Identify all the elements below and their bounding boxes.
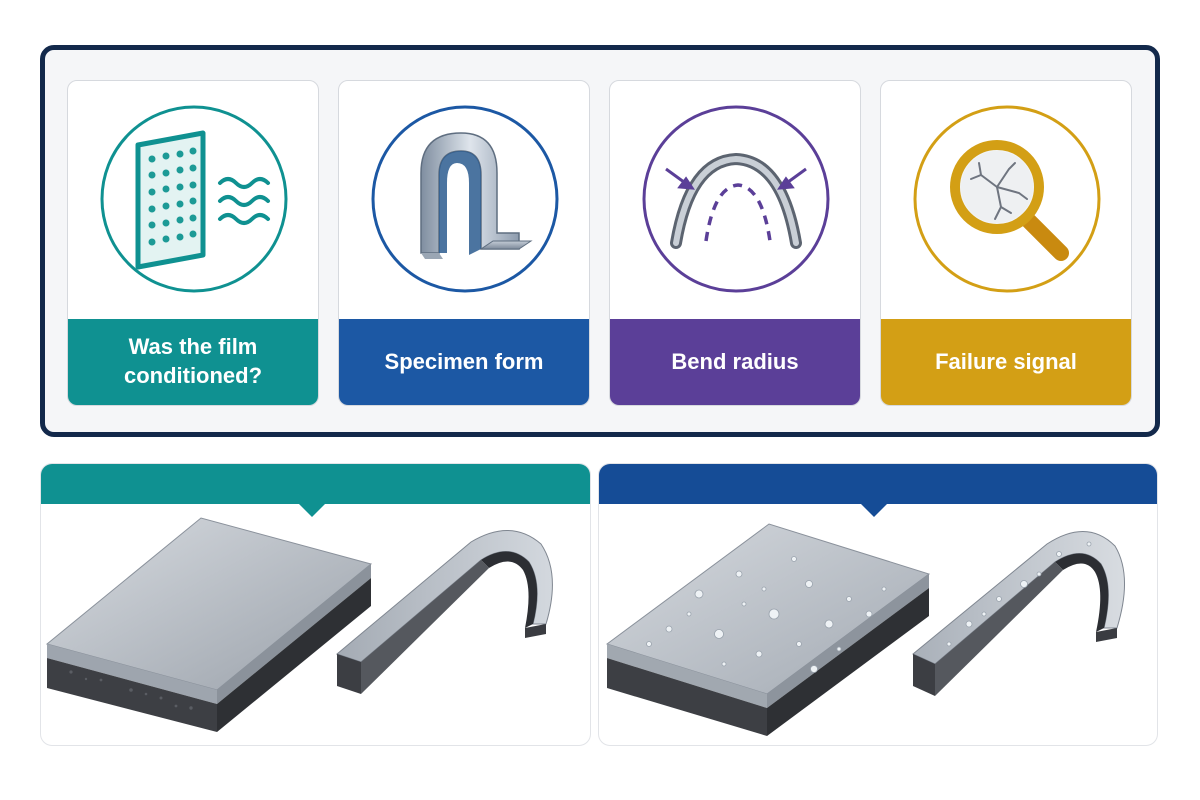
panel-header xyxy=(41,464,590,504)
humidity-film-icon xyxy=(100,105,288,293)
panel-header xyxy=(599,464,1157,504)
dry-specimens-illustration xyxy=(45,517,553,732)
water-droplets xyxy=(646,556,887,673)
bent-strip-icon xyxy=(371,105,559,293)
bend-radius-icon xyxy=(642,105,830,293)
panel-conditioned-specimens xyxy=(598,463,1158,746)
card-icon-area xyxy=(68,81,318,319)
card-label: Was the film conditioned? xyxy=(68,319,318,405)
card-failure-signal[interactable]: Failure signal xyxy=(880,80,1132,406)
panel-dry-specimens xyxy=(40,463,591,746)
card-icon-area xyxy=(881,81,1131,319)
card-bend-radius[interactable]: Bend radius xyxy=(609,80,861,406)
crack-magnifier-icon xyxy=(913,105,1101,293)
criteria-frame: Was the film conditioned? Spe xyxy=(40,45,1160,437)
panel-header-pointer xyxy=(298,503,326,517)
card-label: Specimen form xyxy=(339,319,589,405)
card-specimen-form[interactable]: Specimen form xyxy=(338,80,590,406)
conditioned-specimens-illustration xyxy=(605,523,1125,736)
card-conditioning[interactable]: Was the film conditioned? xyxy=(67,80,319,406)
card-label: Failure signal xyxy=(881,319,1131,405)
card-icon-area xyxy=(339,81,589,319)
panel-header-pointer xyxy=(860,503,888,517)
card-icon-area xyxy=(610,81,860,319)
card-label: Bend radius xyxy=(610,319,860,405)
